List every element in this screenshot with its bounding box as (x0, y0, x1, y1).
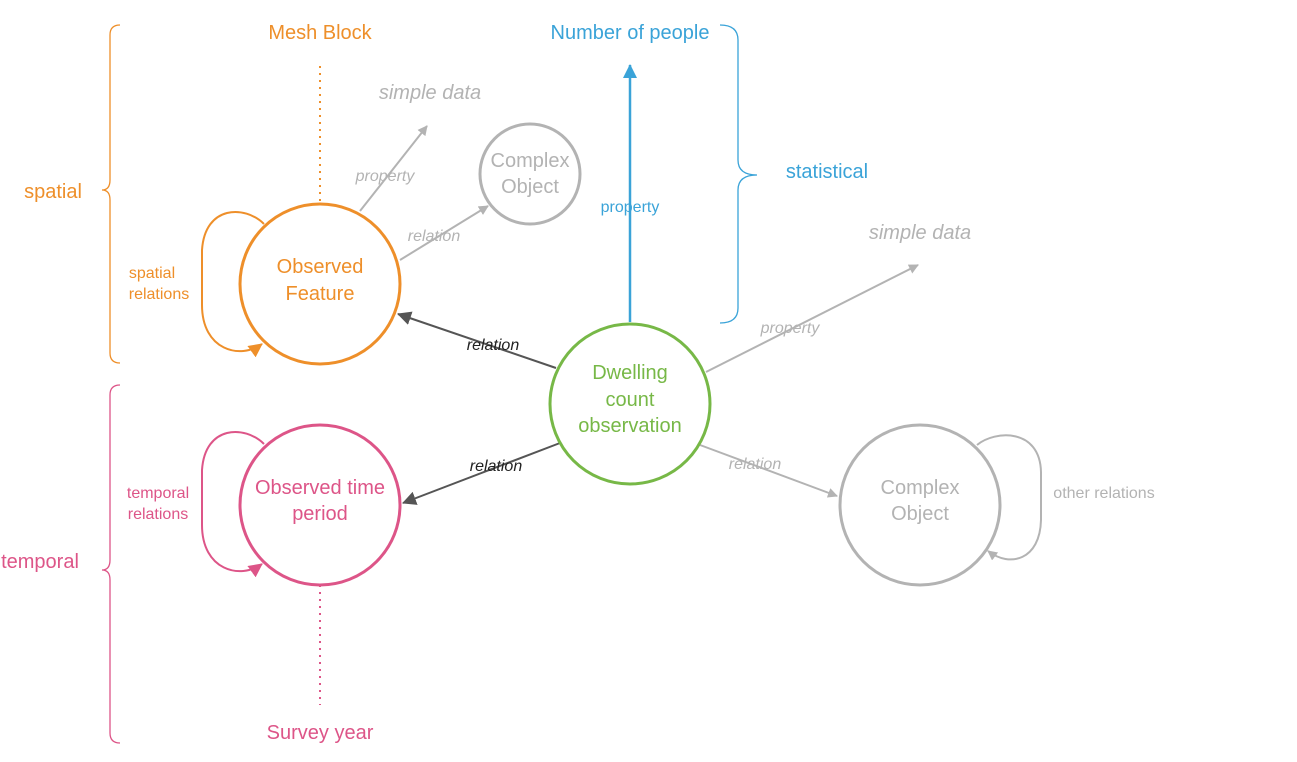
other-relations-label: other relations (1053, 485, 1154, 502)
observation-line-1: Dwelling (592, 362, 668, 384)
spatial-brace (101, 24, 121, 364)
mesh-block-label: Mesh Block (268, 22, 372, 44)
observation-line-2: count (606, 389, 655, 411)
obs-to-time-label: relation (470, 458, 523, 475)
number-of-people-label: Number of people (551, 22, 710, 44)
observed-time-node[interactable]: Observed time period (238, 423, 402, 587)
observation-node[interactable]: Dwelling count observation (548, 322, 712, 486)
complex-object-top-line-1: Complex (491, 150, 570, 172)
obs-property-simple-edge (705, 264, 919, 373)
obs-property-people-label: property (601, 199, 660, 216)
obs-to-feature-label: relation (467, 337, 520, 354)
spatial-group-label: spatial (24, 181, 82, 203)
spatial-relations-label-1: spatial (129, 265, 175, 282)
complex-object-right-line-2: Object (891, 503, 949, 525)
observed-time-line-2: period (292, 503, 348, 525)
observed-feature-line-2: Feature (286, 283, 355, 305)
complex-object-top-node[interactable]: Complex Object (478, 122, 582, 226)
observed-feature-line-1: Observed (277, 256, 364, 278)
temporal-brace (101, 384, 121, 744)
obs-to-time-edge (402, 442, 561, 505)
observed-time-line-1: Observed time (255, 477, 385, 499)
spatial-relations-label-2: relations (129, 286, 189, 303)
obs-relation-complex-edge (699, 444, 838, 498)
statistical-brace (719, 24, 758, 324)
temporal-relations-loop (201, 431, 265, 578)
feature-property-label: property (355, 168, 416, 185)
survey-year-label: Survey year (267, 722, 374, 744)
obs-relation-complex-label: relation (729, 456, 782, 473)
obs-to-feature-edge (397, 311, 557, 369)
simple-data-top-label: simple data (379, 82, 481, 104)
complex-object-right-node[interactable]: Complex Object (838, 423, 1002, 587)
complex-object-right-line-1: Complex (881, 477, 960, 499)
temporal-relations-label-1: temporal (127, 485, 189, 502)
complex-object-top-line-2: Object (501, 176, 559, 198)
feature-property-edge (359, 125, 428, 212)
temporal-group-label: temporal (1, 551, 79, 573)
statistical-group-label: statistical (786, 161, 868, 183)
spatial-relations-loop (201, 211, 265, 358)
observed-feature-node[interactable]: Observed Feature (238, 202, 402, 366)
obs-property-simple-label: property (760, 320, 821, 337)
feature-relation-edge (399, 205, 489, 261)
temporal-relations-label-2: relations (128, 506, 188, 523)
feature-relation-label: relation (408, 228, 461, 245)
observation-line-3: observation (578, 415, 681, 437)
simple-data-right-label: simple data (869, 222, 971, 244)
other-relations-loop (976, 434, 1042, 561)
